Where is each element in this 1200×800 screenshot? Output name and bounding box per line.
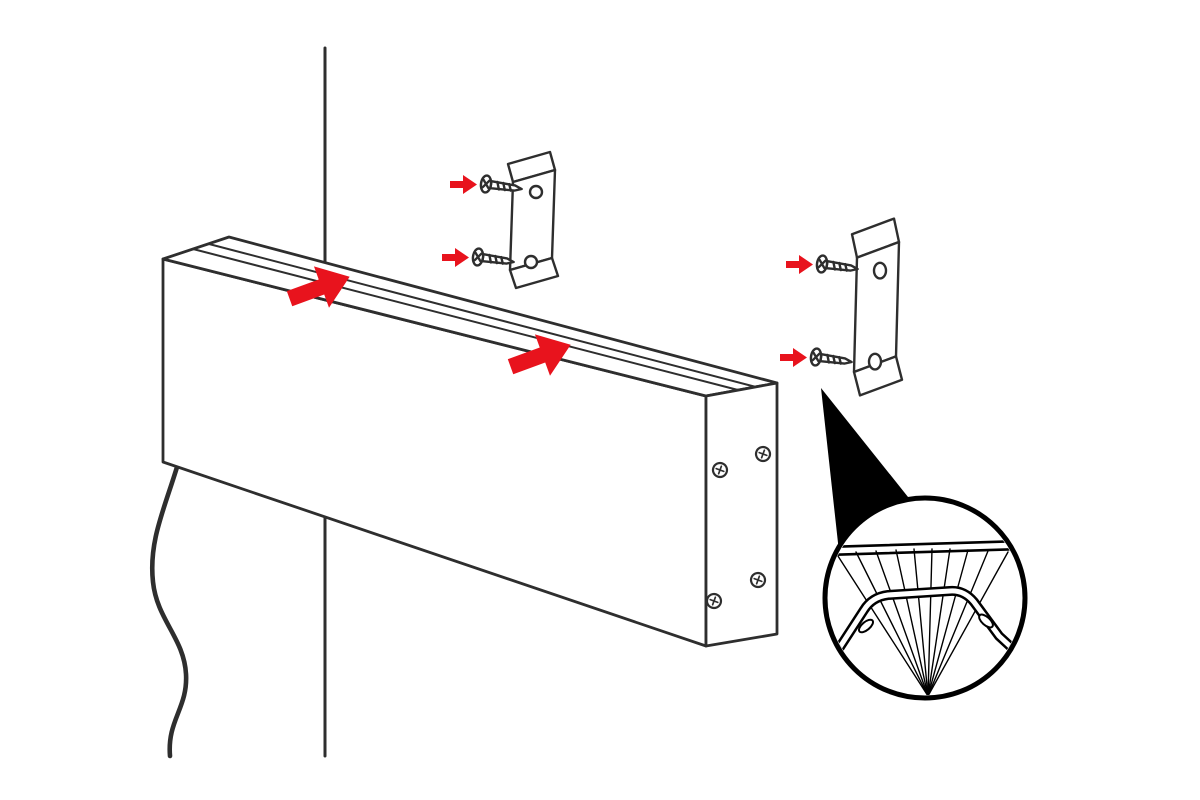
detail-bracket-hole-right [978, 613, 994, 629]
detail-top-edge-outer [828, 539, 1022, 549]
mounting-screw-2 [470, 246, 517, 272]
end-cap-screw-3 [705, 592, 723, 610]
power-cable [149, 447, 189, 759]
end-cap-screw-1 [711, 461, 729, 479]
mount-channel-line-back [208, 243, 757, 388]
screw-direction-arrow-4 [780, 348, 807, 367]
screw-direction-arrow-2 [442, 248, 469, 267]
end-cap-screws [705, 445, 772, 610]
detail-top-edge-inner [828, 547, 1022, 557]
mounting-bracket-top [506, 150, 560, 290]
detail-callout [821, 388, 1028, 701]
end-cap-screw-4 [749, 571, 767, 589]
mount-channel-line-front [192, 248, 739, 391]
light-fixture [161, 235, 779, 648]
mounting-screw-4 [808, 346, 855, 372]
line-art [149, 46, 904, 759]
end-cap-screw-2 [754, 445, 772, 463]
reflector-fins [835, 548, 1009, 695]
detail-bracket-inner [835, 588, 1015, 653]
callout-content [828, 539, 1022, 695]
detail-bracket-hole-left [857, 618, 875, 634]
mounting-screw-3 [814, 253, 861, 279]
mounting-bracket-right [850, 217, 904, 397]
screw-direction-arrow-1 [450, 175, 477, 194]
screw-direction-arrow-3 [786, 255, 813, 274]
callout-circle [822, 495, 1028, 701]
